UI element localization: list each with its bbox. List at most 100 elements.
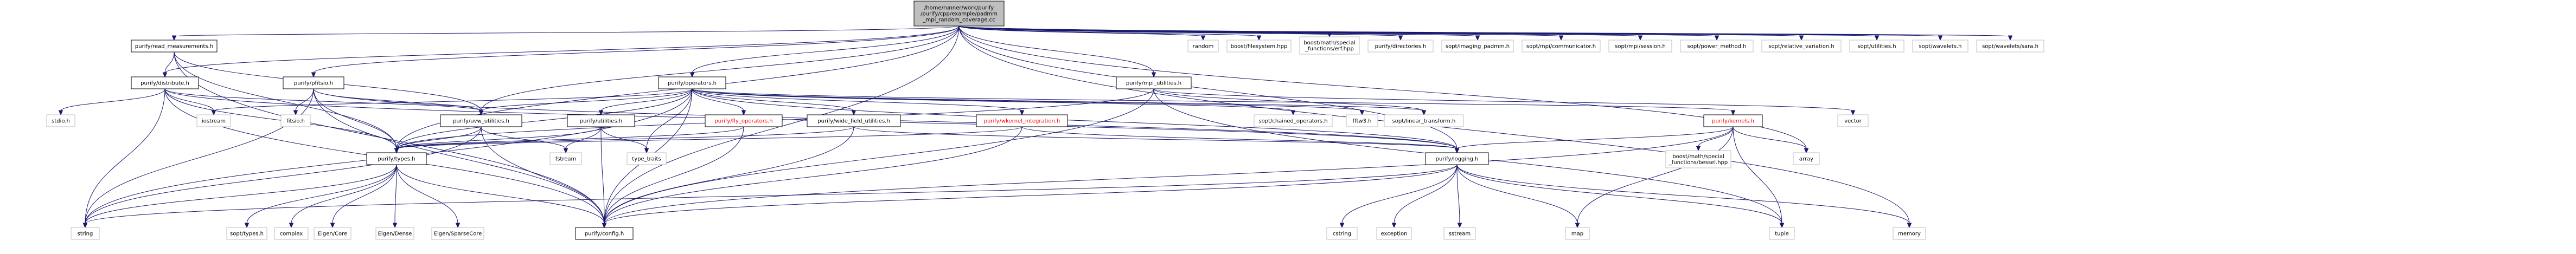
node-sopt-power-method: sopt/power_method.h xyxy=(1680,40,1754,53)
edge-arrow-kernels-to-boost_bessel xyxy=(1696,146,1701,152)
edge-arrow-operators-to-fftw3 xyxy=(1359,110,1365,116)
edge-uvw_utilities-to-types xyxy=(396,126,482,149)
edge-wkernel_integration-to-logging xyxy=(1021,126,1458,149)
edge-types-to-complex xyxy=(291,164,397,224)
node-complex: complex xyxy=(274,227,309,240)
edge-logging-to-map xyxy=(1456,164,1578,224)
edge-arrow-operators-to-uvw_utilities xyxy=(478,110,484,116)
node-logging[interactable]: purify/logging.h xyxy=(1425,152,1489,165)
edge-kernels-to-logging xyxy=(1456,126,1734,149)
node-label: sopt/relative_variation.h xyxy=(1768,44,1834,50)
edge-pfitsio-to-types xyxy=(313,88,397,149)
node-label: _functions/bessel.hpp xyxy=(1669,160,1728,166)
edge-arrow-types-to-complex xyxy=(289,223,294,229)
edge-arrow-root-to-sopt_relative_variation xyxy=(1799,35,1804,41)
edge-operators-to-kernels xyxy=(692,88,1734,112)
node-config[interactable]: purify/config.h xyxy=(575,227,634,240)
node-label: purify/mpi_utilities.h xyxy=(1126,81,1181,87)
node-mpi-utilities[interactable]: purify/mpi_utilities.h xyxy=(1116,76,1192,89)
node-wide-field-utilities[interactable]: purify/wide_field_utilities.h xyxy=(807,114,901,127)
node-label: fstream xyxy=(555,157,577,162)
node-kernels[interactable]: purify/kernels.h xyxy=(1703,114,1763,127)
edge-root-to-mpi_utilities xyxy=(958,25,1154,74)
edge-arrow-logging-to-sstream xyxy=(1457,223,1462,229)
node-box xyxy=(1703,114,1763,127)
edge-wide_field_utilities-to-config xyxy=(604,126,854,224)
node-label: purify/directories.h xyxy=(1375,44,1427,50)
node-box xyxy=(366,152,427,165)
edge-arrow-operators-to-kernels xyxy=(1730,110,1736,116)
node-label: _functions/erf.hpp xyxy=(1305,46,1354,52)
node-box xyxy=(1367,40,1434,53)
node-sopt-types: sopt/types.h xyxy=(226,227,267,240)
edge-root-to-pfitsio xyxy=(313,25,960,74)
edge-arrow-operators-to-wide_field_utilities xyxy=(851,110,856,116)
node-boost-filesystem: boost/filesystem.hpp xyxy=(1226,40,1292,53)
node-box xyxy=(280,114,311,127)
node-label: sopt/mpi/session.h xyxy=(1615,44,1666,50)
node-label: sopt/linear_transform.h xyxy=(1392,119,1456,125)
edge-arrow-kernels-to-logging xyxy=(1454,148,1460,154)
edge-pfitsio-to-uvw_utilities xyxy=(313,88,482,112)
node-label: Eigen/Dense xyxy=(378,231,412,237)
node-box xyxy=(1116,76,1192,89)
node-box xyxy=(1608,40,1672,53)
node-box xyxy=(1793,152,1820,165)
node-distribute[interactable]: purify/distribute.h xyxy=(131,76,199,89)
edge-mpi_utilities-to-config xyxy=(604,88,1154,224)
node-label: sopt/wavelets/sara.h xyxy=(1982,44,2038,50)
edge-logging-to-tuple xyxy=(1456,164,1782,224)
edge-arrow-mpi_utilities-to-sopt_linear_transform xyxy=(1421,110,1427,116)
node-label: sopt/mpi/communicator.h xyxy=(1526,44,1596,50)
node-sopt-utilities: sopt/utilities.h xyxy=(1849,40,1904,53)
node-box xyxy=(1425,152,1489,165)
node-pfitsio[interactable]: purify/pfitsio.h xyxy=(283,76,344,89)
edge-types-to-eigen_core xyxy=(332,164,397,224)
node-box xyxy=(314,227,351,240)
edge-logging-to-memory xyxy=(1456,164,1910,224)
edge-arrow-utilities-to-type_traits xyxy=(644,148,649,154)
node-box xyxy=(196,114,231,127)
node-box xyxy=(440,114,522,127)
node-label: boost/math/special xyxy=(1303,40,1355,46)
node-box xyxy=(1299,36,1360,55)
edge-arrow-types-to-sopt_types xyxy=(244,223,250,229)
edge-arrow-distribute-to-stdio xyxy=(58,110,63,116)
node-box xyxy=(1326,227,1358,240)
edge-arrow-root-to-sopt_power_method xyxy=(1714,35,1720,41)
edge-wkernel_integration-to-types xyxy=(396,126,1022,149)
edge-operators-to-types xyxy=(396,88,693,149)
edge-root-to-boost_filesystem xyxy=(958,25,1260,37)
edge-arrow-root-to-directories xyxy=(1398,35,1403,41)
node-label: string xyxy=(78,231,93,237)
edge-uvw_utilities-to-config xyxy=(481,126,605,224)
node-label: map xyxy=(1571,231,1583,237)
edge-fly_operators-to-config xyxy=(604,126,744,224)
node-utilities[interactable]: purify/utilities.h xyxy=(567,114,635,127)
node-read-measurements[interactable]: purify/read_measurements.h xyxy=(131,40,218,53)
node-exception: exception xyxy=(1376,227,1412,240)
edge-arrow-root-to-sopt_utilities xyxy=(1874,35,1880,41)
node-box xyxy=(1384,114,1464,127)
edge-arrow-root-to-mpi_utilities xyxy=(1151,72,1156,78)
node-operators[interactable]: purify/operators.h xyxy=(658,76,726,89)
node-box xyxy=(658,76,726,89)
edge-arrow-root-to-sopt_mpi_session xyxy=(1638,35,1643,41)
edge-wkernel_integration-to-config xyxy=(604,126,1022,224)
edge-types-to-config xyxy=(396,164,605,224)
node-label: _mpi_random_coverage.cc xyxy=(922,17,995,23)
node-box xyxy=(46,114,75,127)
node-uvw-utilities[interactable]: purify/uvw_utilities.h xyxy=(440,114,522,127)
node-label: random xyxy=(1193,44,1214,50)
node-box xyxy=(1976,40,2044,53)
node-map: map xyxy=(1565,227,1590,240)
node-label: purify/wkernel_integration.h xyxy=(984,119,1060,125)
node-box xyxy=(131,76,199,89)
node-boost-bessel: boost/math/special_functions/bessel.hpp xyxy=(1665,150,1731,168)
node-sopt-chained-operators: sopt/chained_operators.h xyxy=(1254,114,1333,127)
node-fly-operators[interactable]: purify/fly_operators.h xyxy=(705,114,783,127)
edge-mpi_utilities-to-vector xyxy=(1153,88,1853,112)
node-types[interactable]: purify/types.h xyxy=(366,152,427,165)
node-wkernel-integration[interactable]: purify/wkernel_integration.h xyxy=(976,114,1068,127)
node-label: Eigen/SparseCore xyxy=(434,231,482,237)
